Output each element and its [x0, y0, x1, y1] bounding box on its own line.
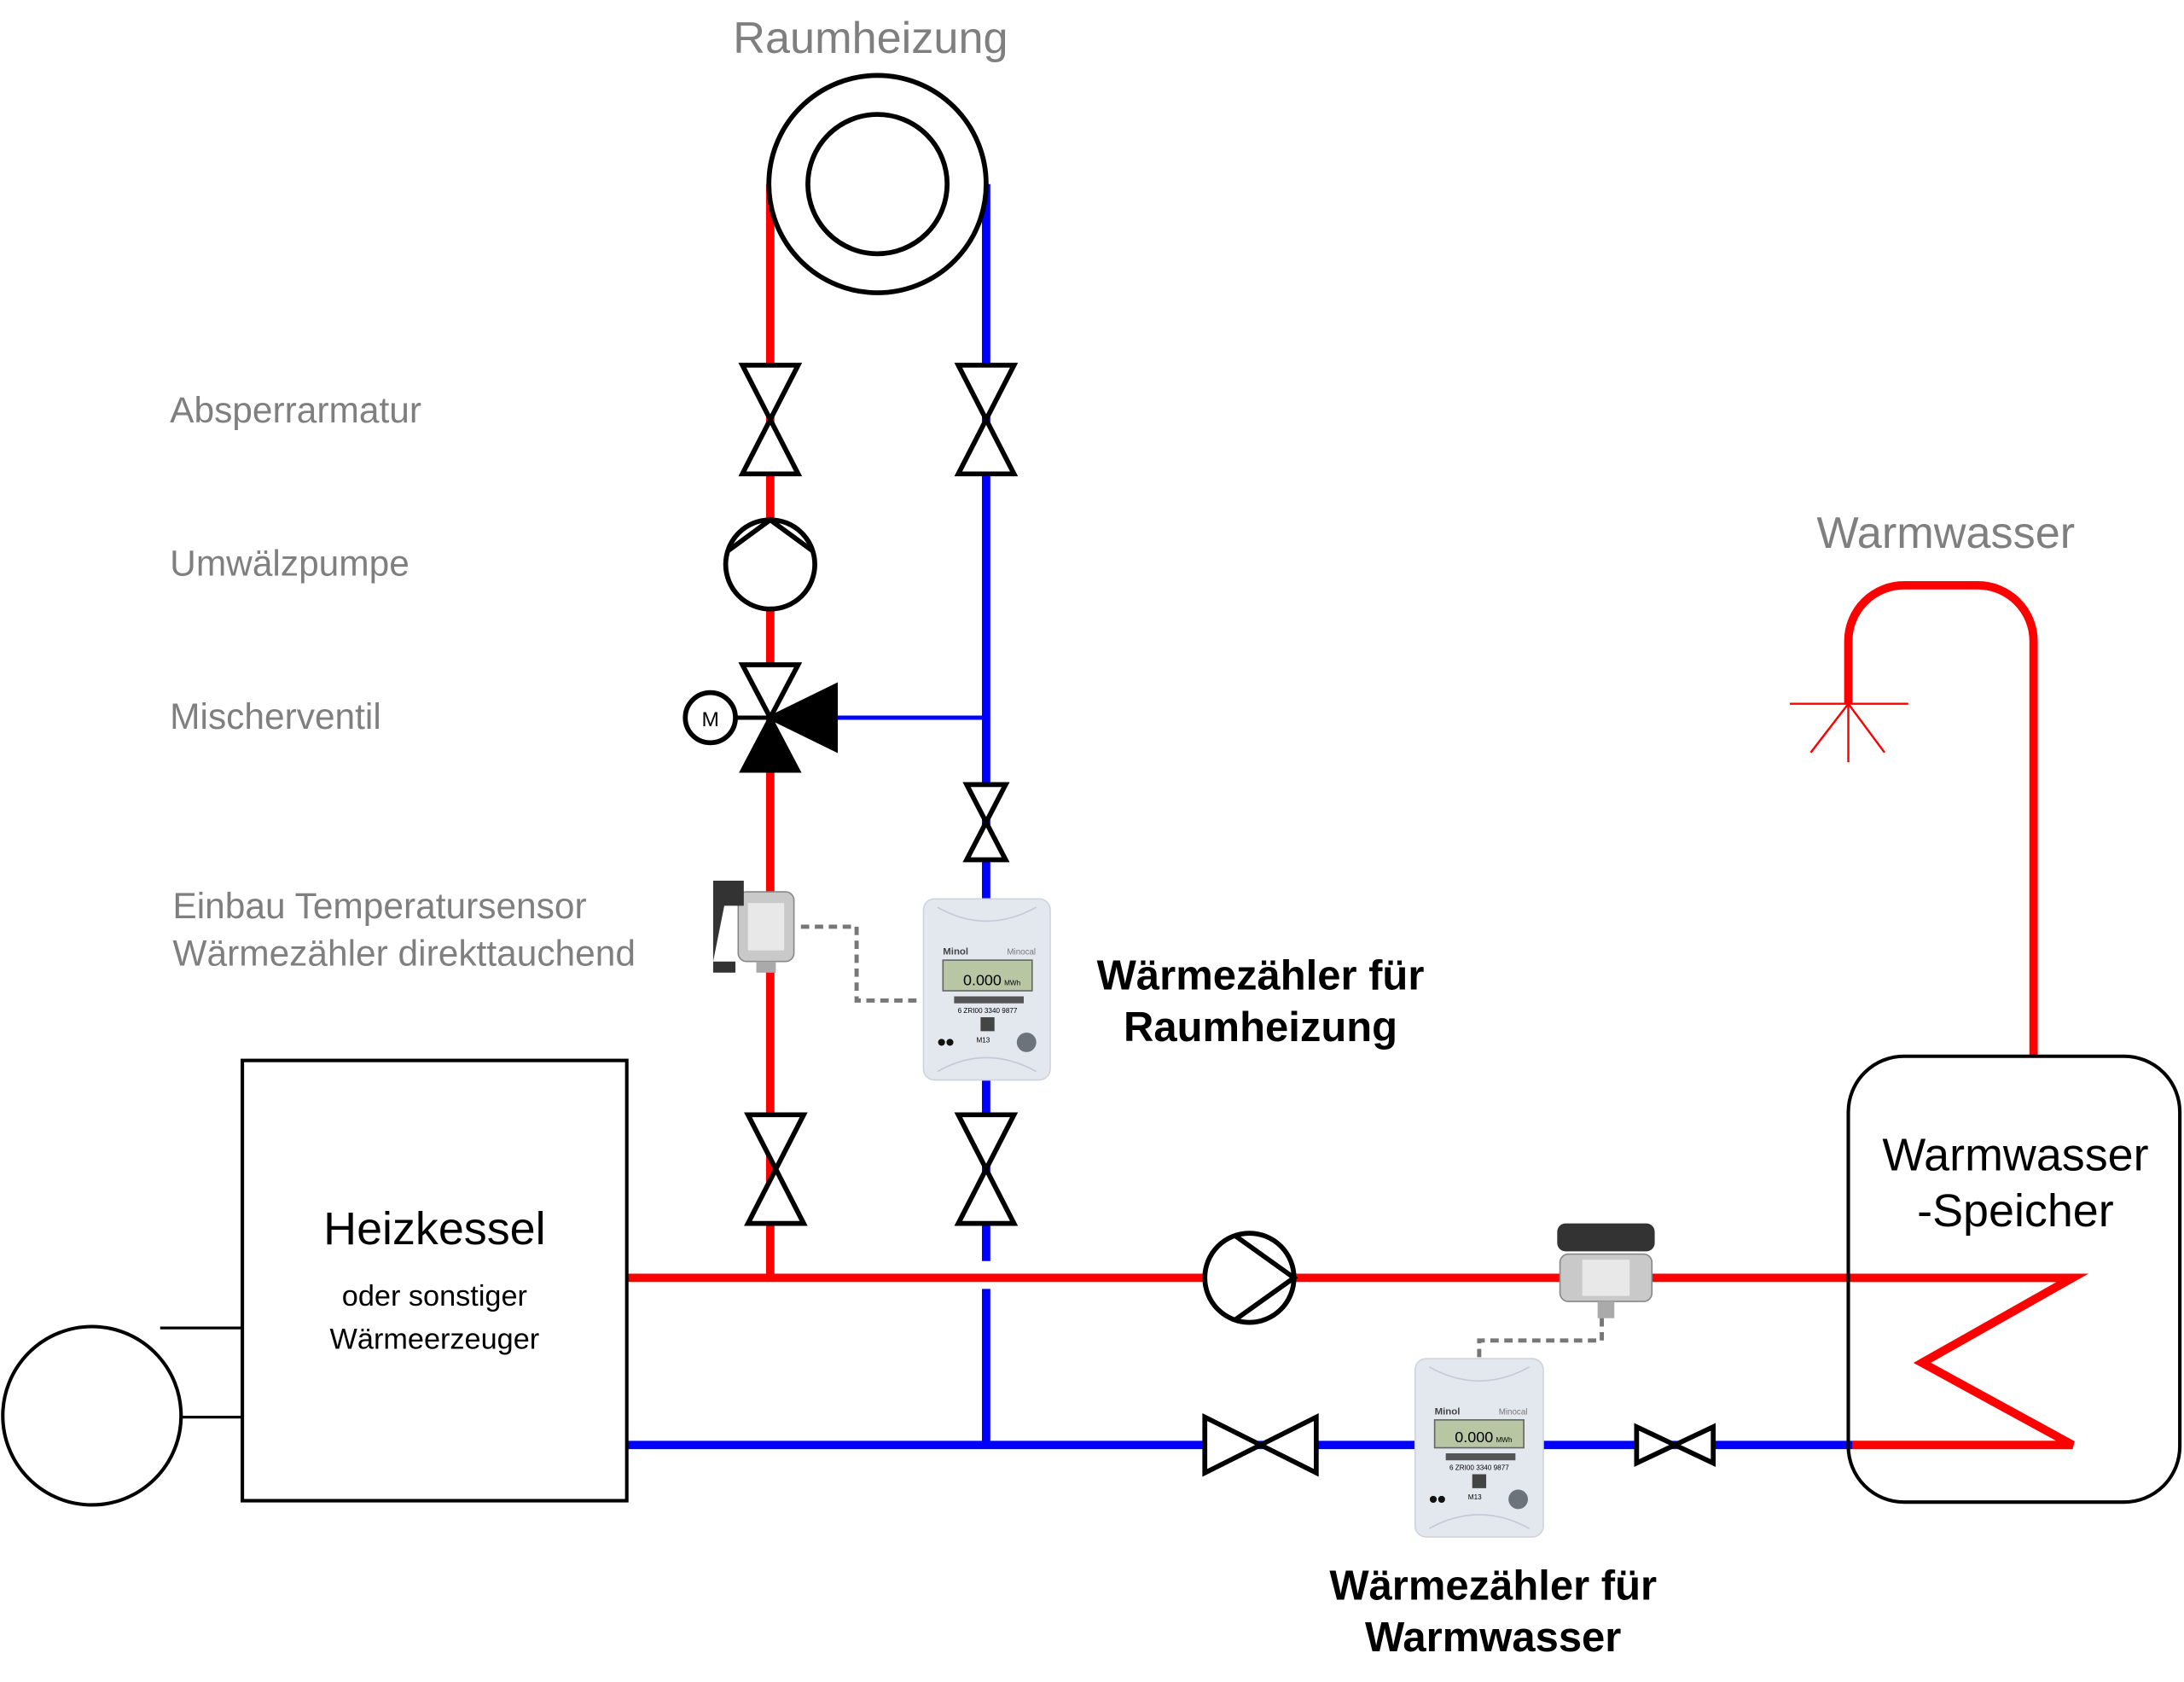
- svg-text:M13: M13: [976, 1036, 990, 1044]
- meter-heating-label-2: Raumheizung: [1124, 1004, 1397, 1051]
- svg-text:Minol: Minol: [1435, 1406, 1461, 1417]
- boiler-line-2: Wärmeerzeuger: [330, 1324, 540, 1356]
- shower-outlet-icon: [1789, 702, 1908, 763]
- title-hot-water: Warmwasser: [1816, 509, 2075, 558]
- shutoff-valve-icon: [738, 363, 803, 477]
- svg-text:MWh: MWh: [1496, 1436, 1512, 1444]
- storage-line-2: -Speicher: [1917, 1185, 2114, 1237]
- svg-text:Minocal: Minocal: [1007, 948, 1036, 957]
- meter-water-label-1: Wärmezähler für: [1329, 1563, 1657, 1609]
- svg-text:0.000: 0.000: [1455, 1429, 1493, 1446]
- storage-line-1: Warmwasser: [1882, 1130, 2148, 1181]
- boiler: Heizkessel oder sonstiger Wärmeerzeuger: [1, 1058, 629, 1507]
- label-sensor-1: Einbau Temperatursensor: [172, 886, 586, 926]
- radiator-icon: [766, 73, 989, 295]
- motor-label: M: [701, 708, 718, 731]
- boiler-title: Heizkessel: [323, 1203, 545, 1254]
- svg-text:Minocal: Minocal: [1499, 1407, 1528, 1417]
- supply-pipes: [626, 183, 2089, 1450]
- pump-icon: [723, 516, 817, 612]
- svg-text:Minol: Minol: [943, 947, 968, 957]
- label-shutoff: Absperrarmatur: [170, 390, 421, 430]
- svg-text:MWh: MWh: [1004, 979, 1020, 987]
- label-sensor-2: Wärmezähler direkttauchend: [172, 934, 636, 974]
- boiler-line-1: oder sonstiger: [342, 1280, 527, 1312]
- label-mixer: Mischerventil: [170, 696, 381, 736]
- svg-text:6 ZRI00 3340 9877: 6 ZRI00 3340 9877: [958, 1007, 1018, 1015]
- meter-water-label-2: Warmwasser: [1365, 1615, 1621, 1661]
- shutoff-valve-icon: [1634, 1423, 1716, 1467]
- shutoff-valve-icon: [954, 363, 1019, 477]
- pump-icon: [1202, 1231, 1298, 1325]
- shutoff-valve-icon: [962, 782, 1010, 863]
- shutoff-valve-icon: [954, 1112, 1019, 1226]
- heat-meter-hot-water: Minol Minocal 0.000 MWh 6 ZRI00 3340 987…: [1414, 1358, 1544, 1538]
- hot-water-storage: Warmwasser -Speicher: [1846, 1054, 2182, 1504]
- ball-valve-sensor-icon: [1557, 1223, 1655, 1318]
- heat-meter-heating: Minol Minocal 0.000 MWh 6 ZRI00 3340 987…: [922, 898, 1051, 1081]
- sensor-cable: [800, 924, 920, 1003]
- shutoff-valve-icon: [1202, 1412, 1319, 1477]
- label-pump: Umwälzpumpe: [170, 543, 410, 583]
- mixer-valve-icon: M: [682, 662, 839, 773]
- ball-valve-sensor-icon: [712, 881, 795, 973]
- shutoff-valve-icon: [744, 1112, 808, 1226]
- sensor-cable: [1477, 1318, 1604, 1359]
- svg-text:M13: M13: [1468, 1493, 1482, 1501]
- svg-text:6 ZRI00 3340 9877: 6 ZRI00 3340 9877: [1449, 1464, 1509, 1472]
- title-space-heating: Raumheizung: [733, 14, 1008, 63]
- meter-heating-label-1: Wärmezähler für: [1097, 952, 1425, 998]
- svg-text:0.000: 0.000: [963, 971, 1002, 988]
